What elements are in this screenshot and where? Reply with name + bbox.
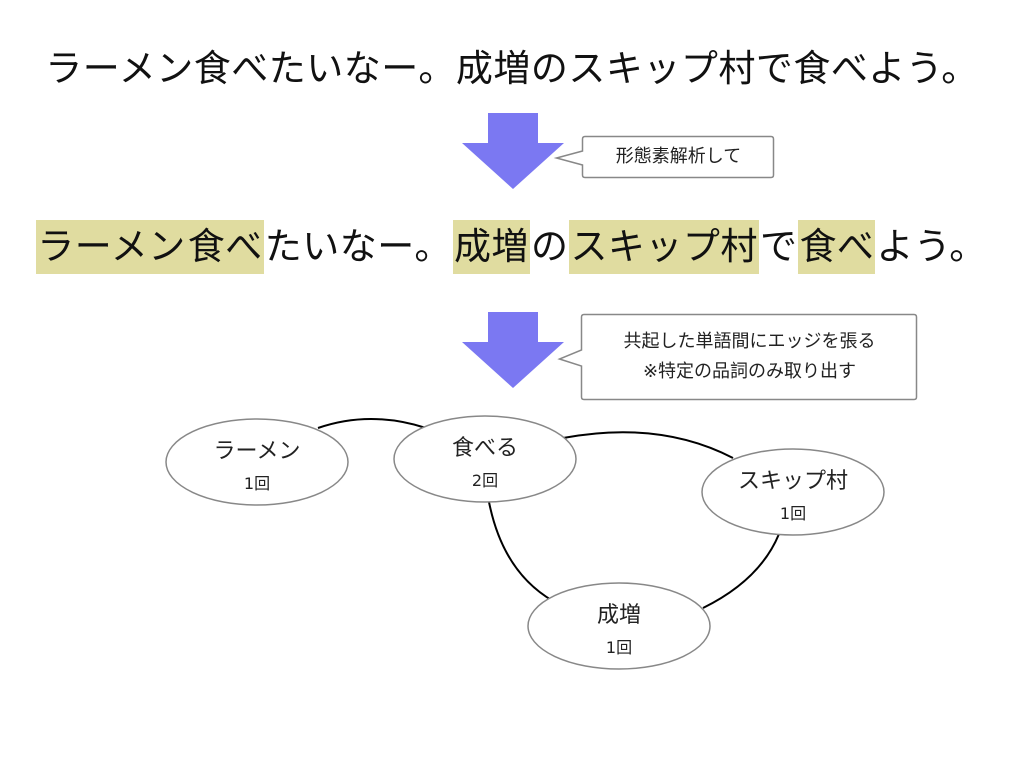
morpheme: よう。 bbox=[876, 225, 987, 268]
node-count: 1回 bbox=[606, 638, 632, 657]
node-label: スキップ村 bbox=[738, 469, 848, 494]
down-arrow-icon bbox=[462, 312, 564, 388]
node-ellipse bbox=[165, 418, 349, 506]
edge-taberu-skipmura bbox=[562, 431, 734, 459]
node-ellipse bbox=[701, 448, 885, 536]
morpheme: たいなー。 bbox=[264, 225, 452, 268]
highlighted-morpheme: 食べ bbox=[186, 220, 264, 274]
node-ramen: ラーメン 1回 bbox=[165, 418, 349, 506]
callout-text-line2: ※特定の品詞のみ取り出す bbox=[642, 361, 857, 382]
morpheme: で bbox=[759, 225, 798, 268]
node-ellipse bbox=[527, 582, 711, 670]
node-ellipse bbox=[393, 415, 577, 503]
edge-ramen-taberu bbox=[317, 418, 427, 429]
callout-text: 形態素解析して bbox=[615, 146, 742, 167]
original-sentence: ラーメン食べたいなー。成増のスキップ村で食べよう。 bbox=[45, 47, 979, 90]
highlighted-morpheme: 成増 bbox=[452, 220, 530, 274]
callout-edges: 共起した単語間にエッジを張る ※特定の品詞のみ取り出す bbox=[557, 313, 918, 401]
node-taberu: 食べる 2回 bbox=[393, 415, 577, 503]
down-arrow-icon bbox=[462, 113, 564, 189]
highlighted-morpheme: 食べ bbox=[798, 220, 876, 274]
node-skipmura: スキップ村 1回 bbox=[701, 448, 885, 536]
node-label: 成増 bbox=[597, 603, 641, 628]
callout-morphological-analysis: 形態素解析して bbox=[553, 135, 775, 179]
highlighted-morpheme: ラーメン bbox=[36, 220, 187, 274]
edge-narimasu-skipmura bbox=[702, 533, 780, 609]
edge-taberu-narimasu bbox=[488, 501, 554, 602]
node-count: 1回 bbox=[244, 474, 270, 493]
node-label: ラーメン bbox=[213, 439, 300, 464]
node-narimasu: 成増 1回 bbox=[527, 582, 711, 670]
segmented-sentence: ラーメン食べたいなー。成増のスキップ村で食べよう。 bbox=[0, 220, 1024, 274]
highlighted-morpheme: スキップ村 bbox=[569, 220, 759, 274]
node-count: 2回 bbox=[472, 471, 498, 490]
node-label: 食べる bbox=[452, 436, 518, 461]
callout-text-line1: 共起した単語間にエッジを張る bbox=[623, 331, 876, 352]
node-count: 1回 bbox=[780, 504, 806, 523]
morpheme: の bbox=[530, 225, 569, 268]
